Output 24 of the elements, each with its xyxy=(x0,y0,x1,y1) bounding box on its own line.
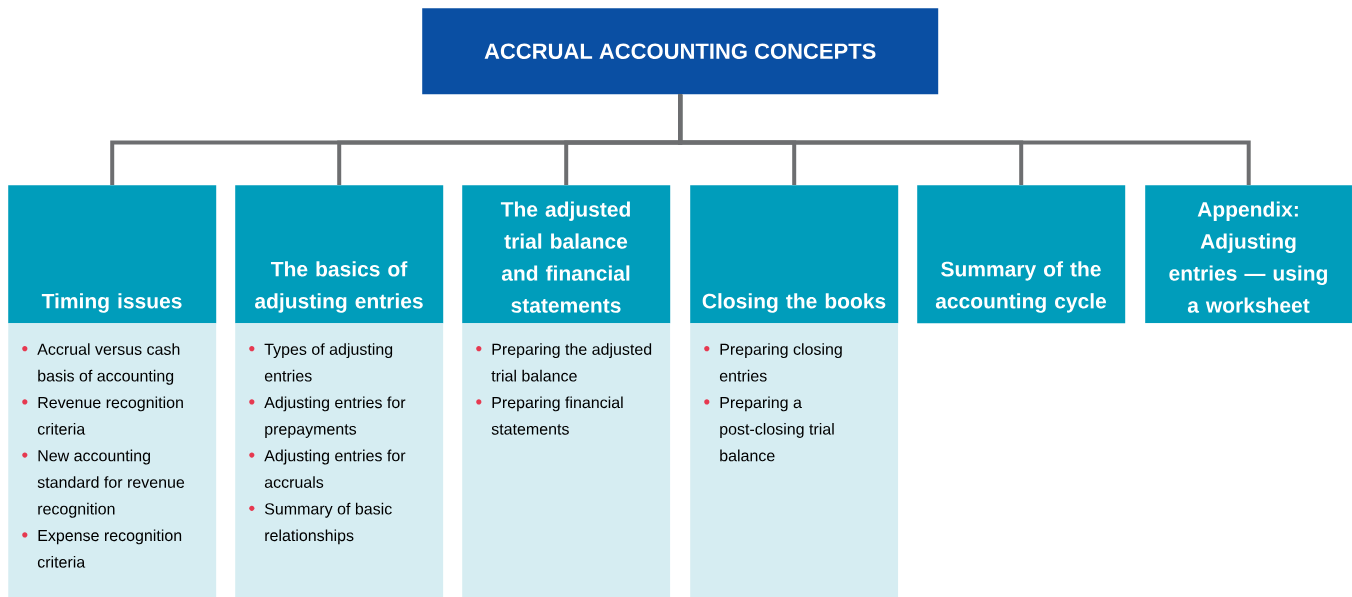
bullet-item: New accounting standard for revenue recognition xyxy=(22,449,185,518)
title-box: ACCRUAL ACCOUNTING CONCEPTS xyxy=(422,8,939,95)
bullet-item: Preparing closing entries xyxy=(704,343,842,382)
bullet-item: Types of adjusting entries xyxy=(249,343,393,382)
bullet-panel xyxy=(8,323,217,597)
heading-box: Appendix: Adjusting entries — using a worksheet xyxy=(1145,185,1352,324)
bullet-item: Adjusting entries for accruals xyxy=(249,449,406,488)
bullet-item: Preparing financial statements xyxy=(476,396,623,435)
bullet-item: Preparing a post-closing trial balance xyxy=(704,396,834,462)
bullet-item: Revenue recognition criteria xyxy=(22,396,183,435)
bullet-item: Preparing the adjusted trial balance xyxy=(476,343,652,382)
heading-box: The adjusted trial balance and financial statements xyxy=(462,185,671,324)
bullet-item: Adjusting entries for prepayments xyxy=(249,396,406,438)
bullet-panel xyxy=(462,323,671,597)
heading-box: Timing issues xyxy=(8,185,217,324)
heading-box: Summary of the accounting cycle xyxy=(917,185,1126,324)
heading-box: Closing the books xyxy=(690,185,899,324)
bullet-item: Summary of basic relationships xyxy=(249,502,392,545)
bullet-panel xyxy=(690,323,899,597)
bullet-panel xyxy=(235,323,444,597)
bullet-item: Accrual versus cash basis of accounting xyxy=(22,343,180,385)
bullet-item: Expense recognition criteria xyxy=(22,529,182,568)
heading-box: The basics of adjusting entries xyxy=(235,185,444,324)
connector-line xyxy=(678,94,1251,185)
